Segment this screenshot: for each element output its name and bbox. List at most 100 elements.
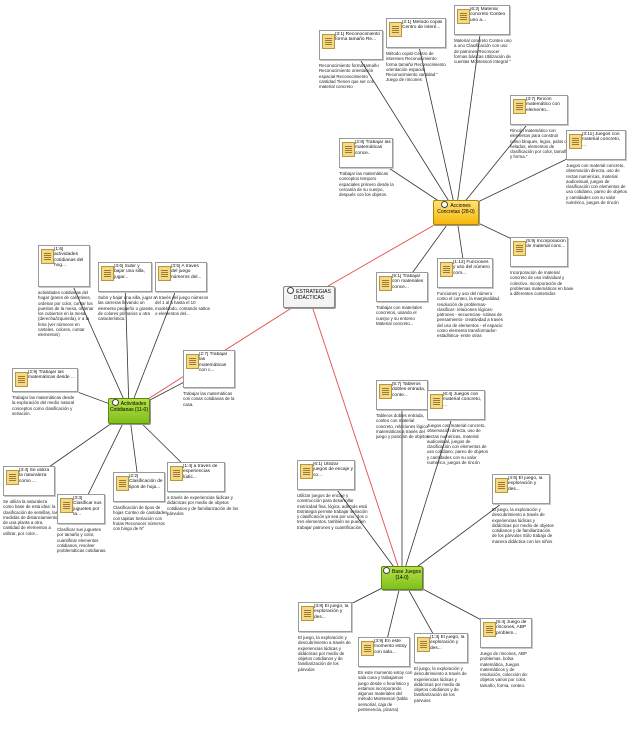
code-node-label: Actividades Cotidianas {11-0} (110, 401, 148, 413)
quote-node-5-7[interactable]: [5:7] Tableros dobles entrada, conte... … (376, 380, 432, 439)
code-node-label: Base Juegos {14-0} (392, 569, 421, 581)
quote-body: Juegos con material concreto, observació… (427, 423, 489, 466)
document-icon (379, 384, 392, 399)
document-icon (379, 276, 392, 291)
document-icon (361, 641, 374, 656)
quote-node-5-4[interactable]: [5:4] Juego de rincones, ABP problem... … (480, 618, 536, 688)
quote-body: Reconocimiento forma tamaño Reconocimien… (319, 63, 379, 90)
code-node-base-juegos[interactable]: Base Juegos {14-0} (381, 566, 423, 590)
quote-node-3-4[interactable]: [3:4] Se utiliza la naturaleza como ... … (3, 466, 59, 536)
quote-body: Utilizar juegos de encaje y construcción… (297, 493, 368, 530)
quote-node-5-1[interactable]: [5:1] Trabajar con materiales conce... T… (376, 272, 430, 326)
edge-quote-node-6-4 (401, 404, 457, 579)
quote-body: Juegos con material concreto, observació… (566, 163, 628, 206)
quote-title: [5:4] Juego de rincones, ABP problem... (496, 620, 527, 636)
document-icon (342, 142, 355, 157)
quote-body: Se utiliza la naturaleza como base de es… (3, 499, 58, 536)
quote-title: [2:2] Clasificación de tipos de hoja... (129, 474, 163, 490)
quote-body: En este momento estoy con sala cuna y tr… (358, 670, 413, 713)
document-icon (41, 249, 54, 264)
quote-node-2-1[interactable]: [2:1] Método copisi Centro de interé... … (386, 18, 448, 83)
document-icon (301, 606, 314, 621)
document-icon (569, 134, 582, 149)
code-node-label: Acciones Concretas {28-0} (437, 203, 475, 215)
quote-node-1-12[interactable]: [1:12] Funciones y uso del número com...… (437, 258, 503, 339)
quote-body: El juego, la exploración y descubrimient… (414, 666, 467, 703)
document-icon (417, 637, 430, 652)
document-icon (457, 9, 470, 24)
document-icon (116, 476, 129, 491)
document-icon (430, 394, 443, 409)
quote-node-6-4[interactable]: [6:4] Juegos con material concreto, ... … (427, 390, 489, 465)
code-icon (111, 399, 119, 406)
quote-body: Funciones y uso del número como el conte… (437, 291, 503, 339)
quote-body: Material concreto Conteo uno a uno Clasi… (454, 38, 512, 65)
quote-title: [3:7] Rincón matemático con elemento... (526, 97, 560, 113)
quote-body: Tableros dobles entrada, conteo con mate… (376, 413, 429, 440)
edge-quote-node-3-1 (350, 44, 457, 213)
quote-body: Incorporación de material concreto de us… (510, 270, 574, 297)
quote-body: Trabajar las matemáticas con cosas cotid… (183, 391, 235, 407)
quote-node-1-3[interactable]: [1:3] El juego, la exploración y des... … (414, 633, 472, 703)
quote-node-6-2[interactable]: [6:2] Material concreto Conteo uno a... … (454, 5, 512, 64)
quote-title: [6:4] Juegos con material concreto, ... (443, 392, 482, 408)
quote-node-3-11[interactable]: [3:11] Juegos con material concreto, ...… (566, 130, 628, 205)
quote-title: [2:9] Trabajar las matemáticas desde ... (28, 370, 75, 381)
document-icon (440, 262, 453, 277)
quote-title: [3:4] Se utiliza la naturaleza como ... (19, 468, 50, 484)
quote-node-3-6[interactable]: [3:6] Subir y bajar una silla, jugar... … (98, 262, 156, 321)
document-icon (513, 99, 526, 114)
quote-body: Trabajar las matemáticas desde la explor… (12, 395, 75, 416)
quote-node-2-2[interactable]: [2:2] Clasificación de tipos de hoja... … (113, 472, 169, 531)
quote-title: [3:3] Clasificar sus juguetes por ta... (73, 496, 102, 518)
quote-title: [5:1] Trabajar con materiales conce... (392, 274, 424, 290)
document-icon (495, 478, 508, 493)
quote-node-3-5[interactable]: [3:5] A través del juego números del... … (155, 262, 211, 316)
quote-title: [6:1] Utilizar juegos de encaje y co... (313, 462, 353, 478)
quote-node-3-9[interactable]: [3:9] En este momento estoy con sala... … (358, 637, 414, 712)
edge-quote-node-3-5 (128, 276, 182, 412)
edge-quote-node-6-1 (325, 474, 403, 579)
quote-title: [2:7] Trabajar las matemáticas con c... (199, 352, 228, 374)
quote-node-2-7[interactable]: [2:7] Trabajar las matemáticas con c... … (183, 350, 237, 407)
document-icon (483, 622, 496, 637)
code-node-actividades[interactable]: Actividades Cotidianas {11-0} (108, 398, 150, 424)
quote-title: [3:5] A través del juego números del... (171, 264, 202, 280)
quote-node-1-4[interactable]: [1:4] a través de experiencias lúdic... … (167, 462, 241, 516)
quote-body: actividades cotidianas del hogar (pares … (38, 290, 94, 338)
quote-title: [2:8] Trabajar las matemáticas conce.. (355, 140, 391, 156)
code-node-estrategias[interactable]: ESTRATEGIAS DIDÁCTICAS (283, 286, 335, 308)
quote-body: a través de experiencias lúdicas y didác… (167, 495, 239, 516)
quote-title: [3:11] Juegos con material concreto, ... (582, 132, 621, 148)
code-icon (441, 201, 449, 208)
document-icon (101, 266, 114, 281)
quote-node-3-8[interactable]: [3:8] El juego, la exploración y des... … (298, 602, 356, 672)
quote-body: Clasificación de tipos de hojas Conteo d… (113, 505, 168, 532)
quote-title: [1:6] actividades cotidianas del hog... (54, 247, 84, 269)
code-node-acciones[interactable]: Acciones Concretas {28-0} (433, 200, 479, 225)
quote-body: Subir y bajar una silla, jugar a las car… (98, 295, 156, 322)
quote-body: Clasificar sus juguetes por tamaño y col… (57, 527, 107, 554)
quote-node-3-3[interactable]: [3:3] Clasificar sus juguetes por ta... … (57, 494, 107, 553)
quote-title: [3:8] El juego, la exploración y des... (314, 604, 349, 620)
quote-node-5-9[interactable]: [5:9] Incorporación de material conc... … (510, 237, 574, 296)
quote-node-2-8[interactable]: [2:8] Trabajar las matemáticas conce.. T… (339, 138, 395, 197)
quote-body: A través del juego números del 1 al 5 ha… (155, 295, 210, 316)
quote-title: [1:4] a través de experiencias lúdic... (183, 464, 218, 480)
edge-code-node-base-juegos (308, 296, 403, 579)
edge-quote-node-3-7 (455, 109, 540, 213)
document-icon (158, 266, 171, 281)
quote-node-4-5[interactable]: [4:5] El juego, la exploración y des... … (492, 474, 554, 544)
quote-node-1-6[interactable]: [1:6] actividades cotidianas del hog... … (38, 245, 94, 338)
quote-title: [3:1] Reconocimiento forma tamaño Re... (335, 32, 381, 43)
quote-node-2-9[interactable]: [2:9] Trabajar las matemáticas desde ...… (12, 368, 78, 416)
edge-quote-node-2-1 (415, 32, 457, 213)
document-icon (60, 498, 73, 513)
quote-node-3-7[interactable]: [3:7] Rincón matemático con elemento... … (510, 95, 570, 160)
quote-node-6-1[interactable]: [6:1] Utilizar juegos de encaje y co... … (297, 460, 369, 530)
quote-title: [4:5] El juego, la exploración y des... (508, 476, 543, 492)
quote-title: [3:9] En este momento estoy con sala... (374, 639, 407, 655)
quote-node-3-1[interactable]: [3:1] Reconocimiento forma tamaño Re... … (319, 30, 383, 89)
quote-body: Trabajar las matemáticas conceptos tempo… (339, 171, 394, 198)
